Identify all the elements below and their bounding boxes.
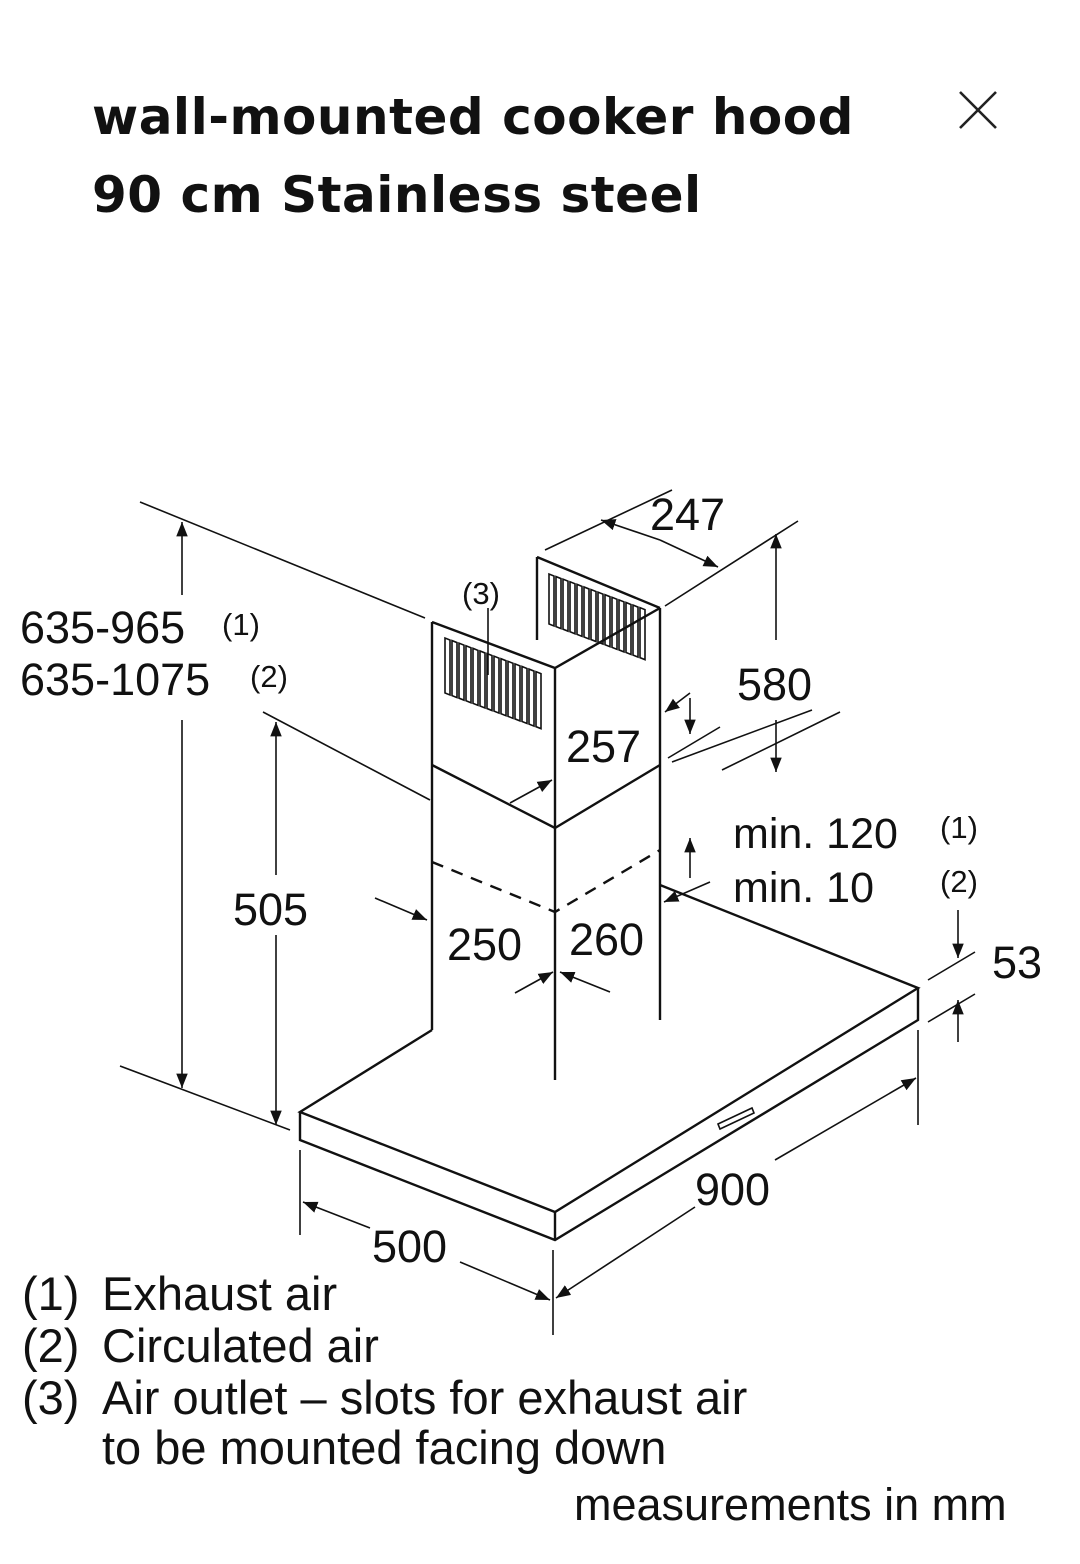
legend-text-1: Exhaust air — [102, 1267, 337, 1320]
dim-580: 580 — [737, 659, 812, 710]
callout-3: (3) — [462, 576, 500, 611]
vent-slot — [611, 596, 618, 651]
legend-key-3: (3) — [22, 1371, 79, 1424]
legend-key-2: (2) — [22, 1319, 79, 1372]
vent-slot — [465, 644, 472, 704]
dim-900: 900 — [695, 1164, 770, 1215]
dim-250: 250 — [447, 919, 522, 970]
vent-slot — [590, 588, 597, 643]
legend-key-1: (1) — [22, 1267, 79, 1320]
vent-slot — [562, 577, 569, 633]
vent-slot — [500, 657, 507, 717]
vent-slot — [493, 654, 500, 715]
dim-505: 505 — [233, 884, 308, 935]
vent-slot — [521, 665, 528, 725]
units-note: measurements in mm — [574, 1479, 1007, 1530]
dim-min-10: min. 10 — [733, 864, 874, 912]
vent-slot — [625, 601, 632, 656]
vent-slot — [597, 590, 604, 646]
vent-slot — [451, 639, 458, 699]
legend-text-3b: to be mounted facing down — [102, 1421, 666, 1474]
vent-slot — [479, 649, 486, 710]
dim-247: 247 — [650, 489, 725, 540]
vent-slot — [458, 641, 465, 702]
dim-53: 53 — [992, 937, 1042, 988]
control-panel-icon — [716, 1106, 756, 1131]
dim-overall-height-2: 635-1075 — [20, 654, 210, 705]
legend: (1) Exhaust air (2) Circulated air (3) A… — [22, 1267, 747, 1474]
air-outlet-slots — [444, 572, 646, 730]
dim-overall-height-1: 635-965 — [20, 602, 185, 653]
dim-260: 260 — [569, 914, 644, 965]
legend-text-2: Circulated air — [102, 1319, 379, 1372]
close-button[interactable] — [952, 84, 1004, 136]
vent-slot — [486, 652, 493, 712]
vent-slot — [444, 636, 451, 697]
vent-slot — [472, 647, 479, 707]
dim-note-1: (1) — [222, 607, 260, 642]
vent-slot — [569, 580, 576, 635]
dim-note-2: (2) — [250, 659, 288, 694]
dim-min-120: min. 120 — [733, 810, 898, 858]
vent-slot — [528, 667, 535, 728]
dimension-lines — [119, 489, 976, 1335]
vent-slot — [639, 606, 646, 661]
dim-min-10-note: (2) — [940, 864, 978, 899]
vent-slot — [604, 593, 611, 648]
legend-text-3: Air outlet – slots for exhaust air — [102, 1371, 747, 1424]
dim-500: 500 — [372, 1221, 447, 1272]
dim-257: 257 — [566, 721, 641, 772]
dim-min-120-note: (1) — [940, 810, 978, 845]
hood-outline — [297, 555, 921, 1242]
vent-slot — [583, 585, 590, 641]
close-icon — [959, 91, 997, 129]
title-line-2: 90 cm Stainless steel — [92, 166, 702, 224]
vent-slot — [555, 575, 562, 630]
vent-slot — [548, 572, 555, 628]
title-line-1: wall-mounted cooker hood — [92, 88, 854, 146]
vent-slot — [535, 670, 542, 730]
vent-slot — [514, 662, 521, 723]
vent-slot — [618, 598, 625, 654]
vent-slot — [507, 660, 514, 720]
vent-slot — [576, 583, 583, 638]
vent-slot — [632, 603, 639, 659]
dialog-title: wall-mounted cooker hood 90 cm Stainless… — [92, 78, 854, 234]
